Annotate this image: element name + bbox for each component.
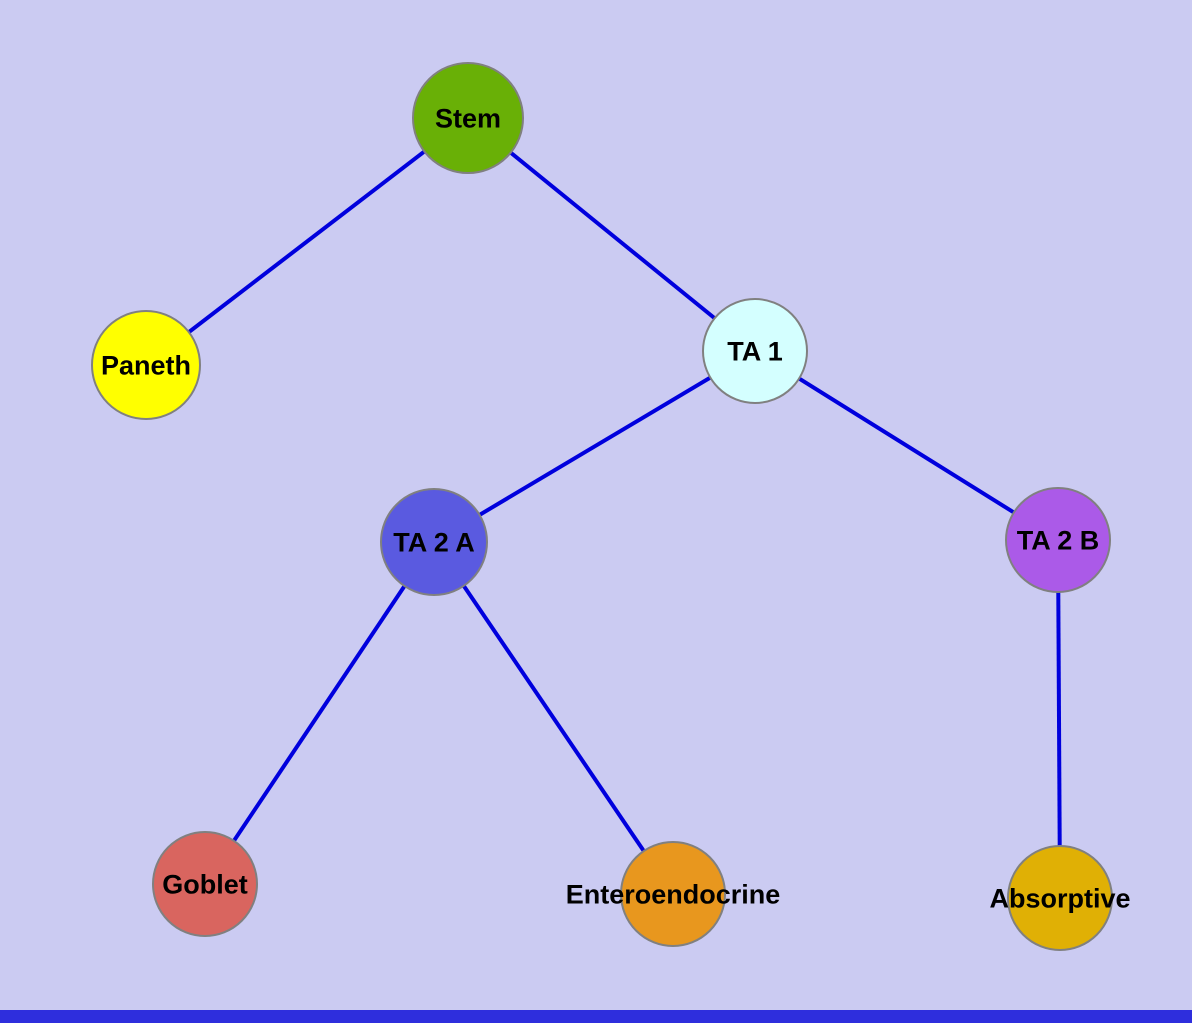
node-circle-ta2a[interactable] — [380, 488, 488, 596]
node-label-enteroendocrine: Enteroendocrine — [566, 880, 781, 910]
edge-ta1-to-ta2a — [432, 349, 757, 544]
node-label-stem: Stem — [435, 104, 501, 134]
edge-stem-to-paneth — [144, 116, 470, 367]
node-paneth[interactable]: Paneth — [91, 310, 201, 420]
node-circle-goblet[interactable] — [152, 831, 258, 937]
node-label-ta2a: TA 2 A — [393, 528, 475, 558]
node-label-absorptive: Absorptive — [989, 884, 1130, 914]
edge-ta2b-to-absorptive — [1056, 539, 1062, 899]
node-circle-enteroendocrine[interactable] — [620, 841, 726, 947]
node-circle-absorptive[interactable] — [1007, 845, 1113, 951]
node-absorptive[interactable]: Absorptive — [989, 845, 1131, 951]
node-goblet[interactable]: Goblet — [152, 831, 258, 937]
node-circle-stem[interactable] — [412, 62, 524, 174]
node-circle-paneth[interactable] — [91, 310, 201, 420]
edge-stem-to-ta1 — [466, 116, 757, 353]
edge-ta1-to-ta2b — [753, 349, 1060, 542]
node-ta2a[interactable]: TA 2 A — [380, 488, 488, 596]
node-ta1[interactable]: TA 1 — [702, 298, 808, 404]
node-stem[interactable]: Stem — [412, 62, 524, 174]
node-label-goblet: Goblet — [162, 870, 248, 900]
edge-ta2a-to-enteroendocrine — [432, 540, 675, 896]
node-circle-ta2b[interactable] — [1005, 487, 1111, 593]
node-label-paneth: Paneth — [101, 351, 191, 381]
node-circle-ta1[interactable] — [702, 298, 808, 404]
bottom-bar — [0, 1010, 1192, 1023]
node-label-ta1: TA 1 — [727, 337, 783, 367]
edge-ta2a-to-goblet — [203, 540, 436, 886]
node-ta2b[interactable]: TA 2 B — [1005, 487, 1111, 593]
node-label-ta2b: TA 2 B — [1017, 526, 1100, 556]
node-enteroendocrine[interactable]: Enteroendocrine — [566, 841, 781, 947]
